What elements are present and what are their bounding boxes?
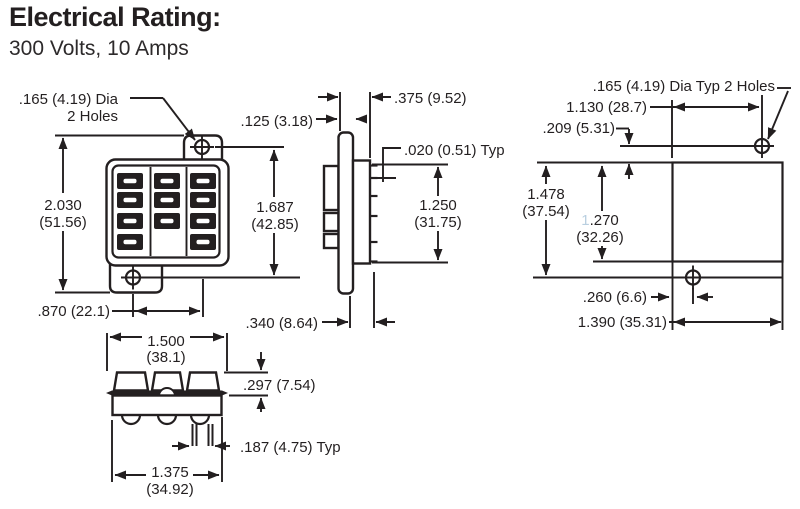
cutout-mounting-hole <box>750 134 774 158</box>
dim-hole-offset-x: 1.130 (28.7) <box>566 99 647 116</box>
front-socket-face <box>111 164 221 259</box>
dim-pin-span-mm: (31.75) <box>414 214 462 231</box>
side-view: .375 (9.52) .020 (0.51) Typ 1.250 (31.75… <box>245 90 504 332</box>
dim-flange-thickness: .125 (3.18) <box>240 113 313 130</box>
front-mounting-hole <box>121 265 145 290</box>
side-terminal-tab <box>322 164 340 212</box>
flange-tip <box>106 390 112 396</box>
dim-flange-width-mm: (38.1) <box>146 349 185 366</box>
dim-hole-dia-front: .165 (4.19) Dia <box>19 91 119 108</box>
bottom-bump <box>120 414 142 426</box>
dim-flange-width-in: 1.500 <box>147 333 185 350</box>
page-subtitle: 300 Volts, 10 Amps <box>9 37 189 60</box>
bottom-bump <box>156 414 178 426</box>
dim-body-width-mm: (34.92) <box>146 481 194 498</box>
dim-hole-edge-offset: .260 (6.6) <box>583 289 647 306</box>
cutout-dimensions <box>533 87 791 330</box>
dim-pin-span-in: 1.250 <box>419 197 457 214</box>
dim-body-width-in: 1.375 <box>151 464 189 481</box>
terminal-bump <box>185 371 221 392</box>
cutout-mounting-hole <box>681 265 705 290</box>
terminal-bump <box>112 371 150 392</box>
bottom-bump <box>189 414 211 426</box>
leader-arrow <box>767 90 789 140</box>
page-title: Electrical Rating: <box>9 2 221 32</box>
faint-digit: 1 <box>581 212 589 229</box>
dim-hole-dia-cutout: .165 (4.19) Dia Typ 2 Holes <box>593 78 775 95</box>
dim-cutout-width: 1.390 (35.31) <box>578 314 667 331</box>
dim-overall-height-in: 1.478 <box>527 186 565 203</box>
flange-tip <box>222 390 228 396</box>
dim-overall-depth: .375 (9.52) <box>394 90 467 107</box>
bottom-view: 1.500 (38.1) .297 (7.54) .187 (4.75) Typ… <box>106 332 341 498</box>
bottom-pins <box>191 424 214 446</box>
dim-pin-pitch: .187 (4.75) Typ <box>240 439 341 456</box>
bottom-dimensions <box>106 332 268 482</box>
front-dimensions <box>55 97 300 317</box>
side-terminal-tab <box>322 232 340 250</box>
dim-cutout-height-in: 1.270 <box>581 212 619 229</box>
side-flange <box>337 131 355 295</box>
pin-thickness-bracket <box>376 147 401 182</box>
dim-overall-height-mm: (37.54) <box>522 203 570 220</box>
cutout-view: .165 (4.19) Dia Typ 2 Holes 1.130 (28.7)… <box>522 78 791 331</box>
front-mounting-hole <box>190 135 214 159</box>
dim-hole-offset-y: .209 (5.31) <box>542 120 615 137</box>
cutout-rect <box>671 161 784 263</box>
leader-arrow <box>162 97 196 141</box>
dim-hole-count-front: 2 Holes <box>67 108 118 125</box>
dim-overall-height-mm: (51.56) <box>39 214 87 231</box>
front-view: .165 (4.19) Dia 2 Holes 2.030 (51.56) 1.… <box>19 91 313 320</box>
center-notch <box>158 387 176 397</box>
bottom-body <box>111 394 223 417</box>
contact-slots <box>123 178 210 245</box>
dim-terminal-height: .297 (7.54) <box>243 377 316 394</box>
header: Electrical Rating: 300 Volts, 10 Amps <box>9 2 221 61</box>
side-body <box>351 159 372 265</box>
dim-hole-span-mm: (42.85) <box>251 216 299 233</box>
side-terminal-tab <box>322 211 340 233</box>
dim-hole-offset-x: .870 (22.1) <box>37 303 110 320</box>
dim-pin-length: .340 (8.64) <box>245 315 318 332</box>
dim-pin-thickness: .020 (0.51) Typ <box>404 142 505 159</box>
dim-hole-span-in: 1.687 <box>256 199 294 216</box>
side-dimensions <box>316 92 448 328</box>
dim-overall-height-in: 2.030 <box>44 197 82 214</box>
dim-cutout-height-mm: (32.26) <box>576 229 624 246</box>
front-contacts <box>117 173 216 250</box>
